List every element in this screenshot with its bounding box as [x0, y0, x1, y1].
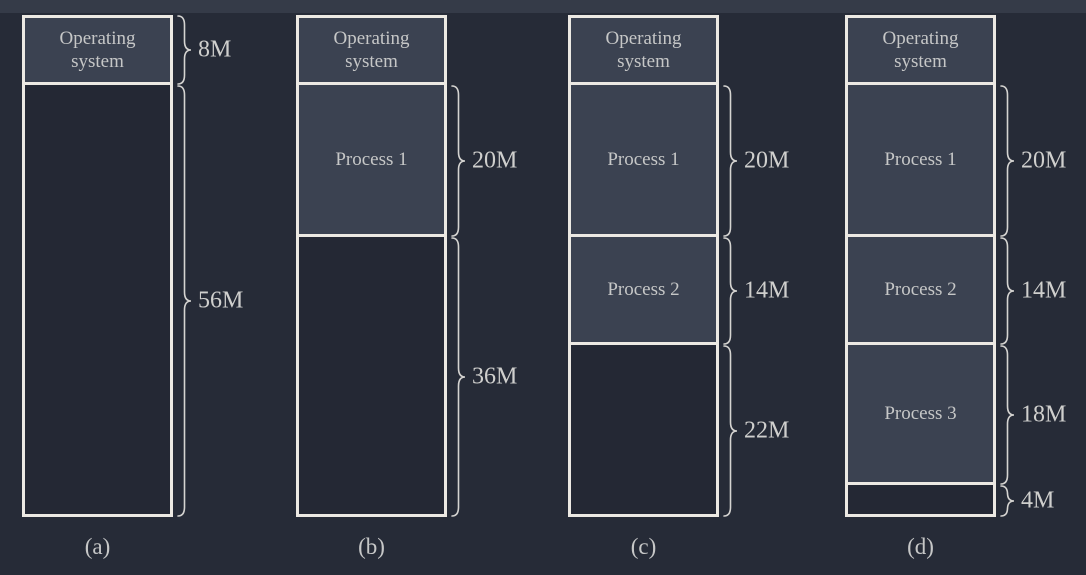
curly-brace-icon	[723, 85, 738, 237]
memory-box-a: Operating system	[22, 15, 173, 517]
curly-brace-icon	[1000, 237, 1015, 345]
size-annotation: 20M	[1000, 85, 1086, 237]
size-label: 20M	[1021, 147, 1067, 174]
segment-label: Process 1	[335, 148, 408, 170]
size-annotation: 20M	[451, 85, 541, 237]
curly-brace-icon	[177, 15, 192, 85]
segment-operating-system: Operating system	[571, 18, 716, 85]
memory-box-d: Operating system Process 1 Process 2 Pro…	[845, 15, 996, 517]
segment-process-1: Process 1	[848, 85, 993, 237]
size-label: 4M	[1021, 487, 1055, 514]
memory-box-c: Operating system Process 1 Process 2	[568, 15, 719, 517]
curly-brace-icon	[451, 85, 466, 237]
curly-brace-icon	[1000, 485, 1015, 517]
memory-column-a: Operating system (a)	[22, 15, 173, 559]
segment-label: Operating system	[882, 27, 959, 72]
segment-label: Process 3	[884, 402, 957, 424]
size-label: 36M	[472, 363, 518, 390]
segment-operating-system: Operating system	[25, 18, 170, 85]
segment-process-3: Process 3	[848, 345, 993, 485]
segment-free-memory	[25, 85, 170, 514]
size-annotation: 22M	[723, 345, 813, 517]
curly-brace-icon	[177, 85, 192, 517]
caption-d: (d)	[907, 534, 934, 559]
size-label: 56M	[198, 287, 244, 314]
segment-label: Process 1	[607, 148, 680, 170]
segment-label: Process 1	[884, 148, 957, 170]
segment-label: Operating system	[59, 27, 136, 72]
memory-column-b: Operating system Process 1 (b)	[296, 15, 447, 559]
size-label: 14M	[744, 277, 790, 304]
segment-process-1: Process 1	[571, 85, 716, 237]
segment-process-2: Process 2	[848, 237, 993, 345]
segment-free-memory	[299, 237, 444, 514]
size-annotation: 8M	[177, 15, 267, 85]
size-annotation: 56M	[177, 85, 267, 517]
size-label: 22M	[744, 417, 790, 444]
segment-operating-system: Operating system	[299, 18, 444, 85]
size-annotation: 14M	[723, 237, 813, 345]
curly-brace-icon	[723, 345, 738, 517]
caption-b: (b)	[358, 534, 385, 559]
segment-process-2: Process 2	[571, 237, 716, 345]
memory-column-c: Operating system Process 1 Process 2 (c)	[568, 15, 719, 559]
memory-column-d: Operating system Process 1 Process 2 Pro…	[845, 15, 996, 559]
segment-process-1: Process 1	[299, 85, 444, 237]
size-label: 18M	[1021, 401, 1067, 428]
segment-label: Process 2	[884, 278, 957, 300]
segment-operating-system: Operating system	[848, 18, 993, 85]
segment-label: Process 2	[607, 278, 680, 300]
size-annotation: 14M	[1000, 237, 1086, 345]
size-label: 20M	[472, 147, 518, 174]
segment-free-memory	[848, 485, 993, 514]
curly-brace-icon	[1000, 345, 1015, 485]
size-label: 14M	[1021, 277, 1067, 304]
size-annotation: 18M	[1000, 345, 1086, 485]
segment-label: Operating system	[605, 27, 682, 72]
memory-box-b: Operating system Process 1	[296, 15, 447, 517]
size-label: 20M	[744, 147, 790, 174]
size-annotation: 20M	[723, 85, 813, 237]
curly-brace-icon	[451, 237, 466, 517]
caption-c: (c)	[630, 534, 657, 559]
caption-a: (a)	[84, 534, 111, 559]
curly-brace-icon	[723, 237, 738, 345]
size-annotation: 4M	[1000, 485, 1086, 517]
segment-free-memory	[571, 345, 716, 514]
segment-label: Operating system	[333, 27, 410, 72]
top-band	[0, 0, 1086, 13]
curly-brace-icon	[1000, 85, 1015, 237]
size-label: 8M	[198, 36, 232, 63]
size-annotation: 36M	[451, 237, 541, 517]
